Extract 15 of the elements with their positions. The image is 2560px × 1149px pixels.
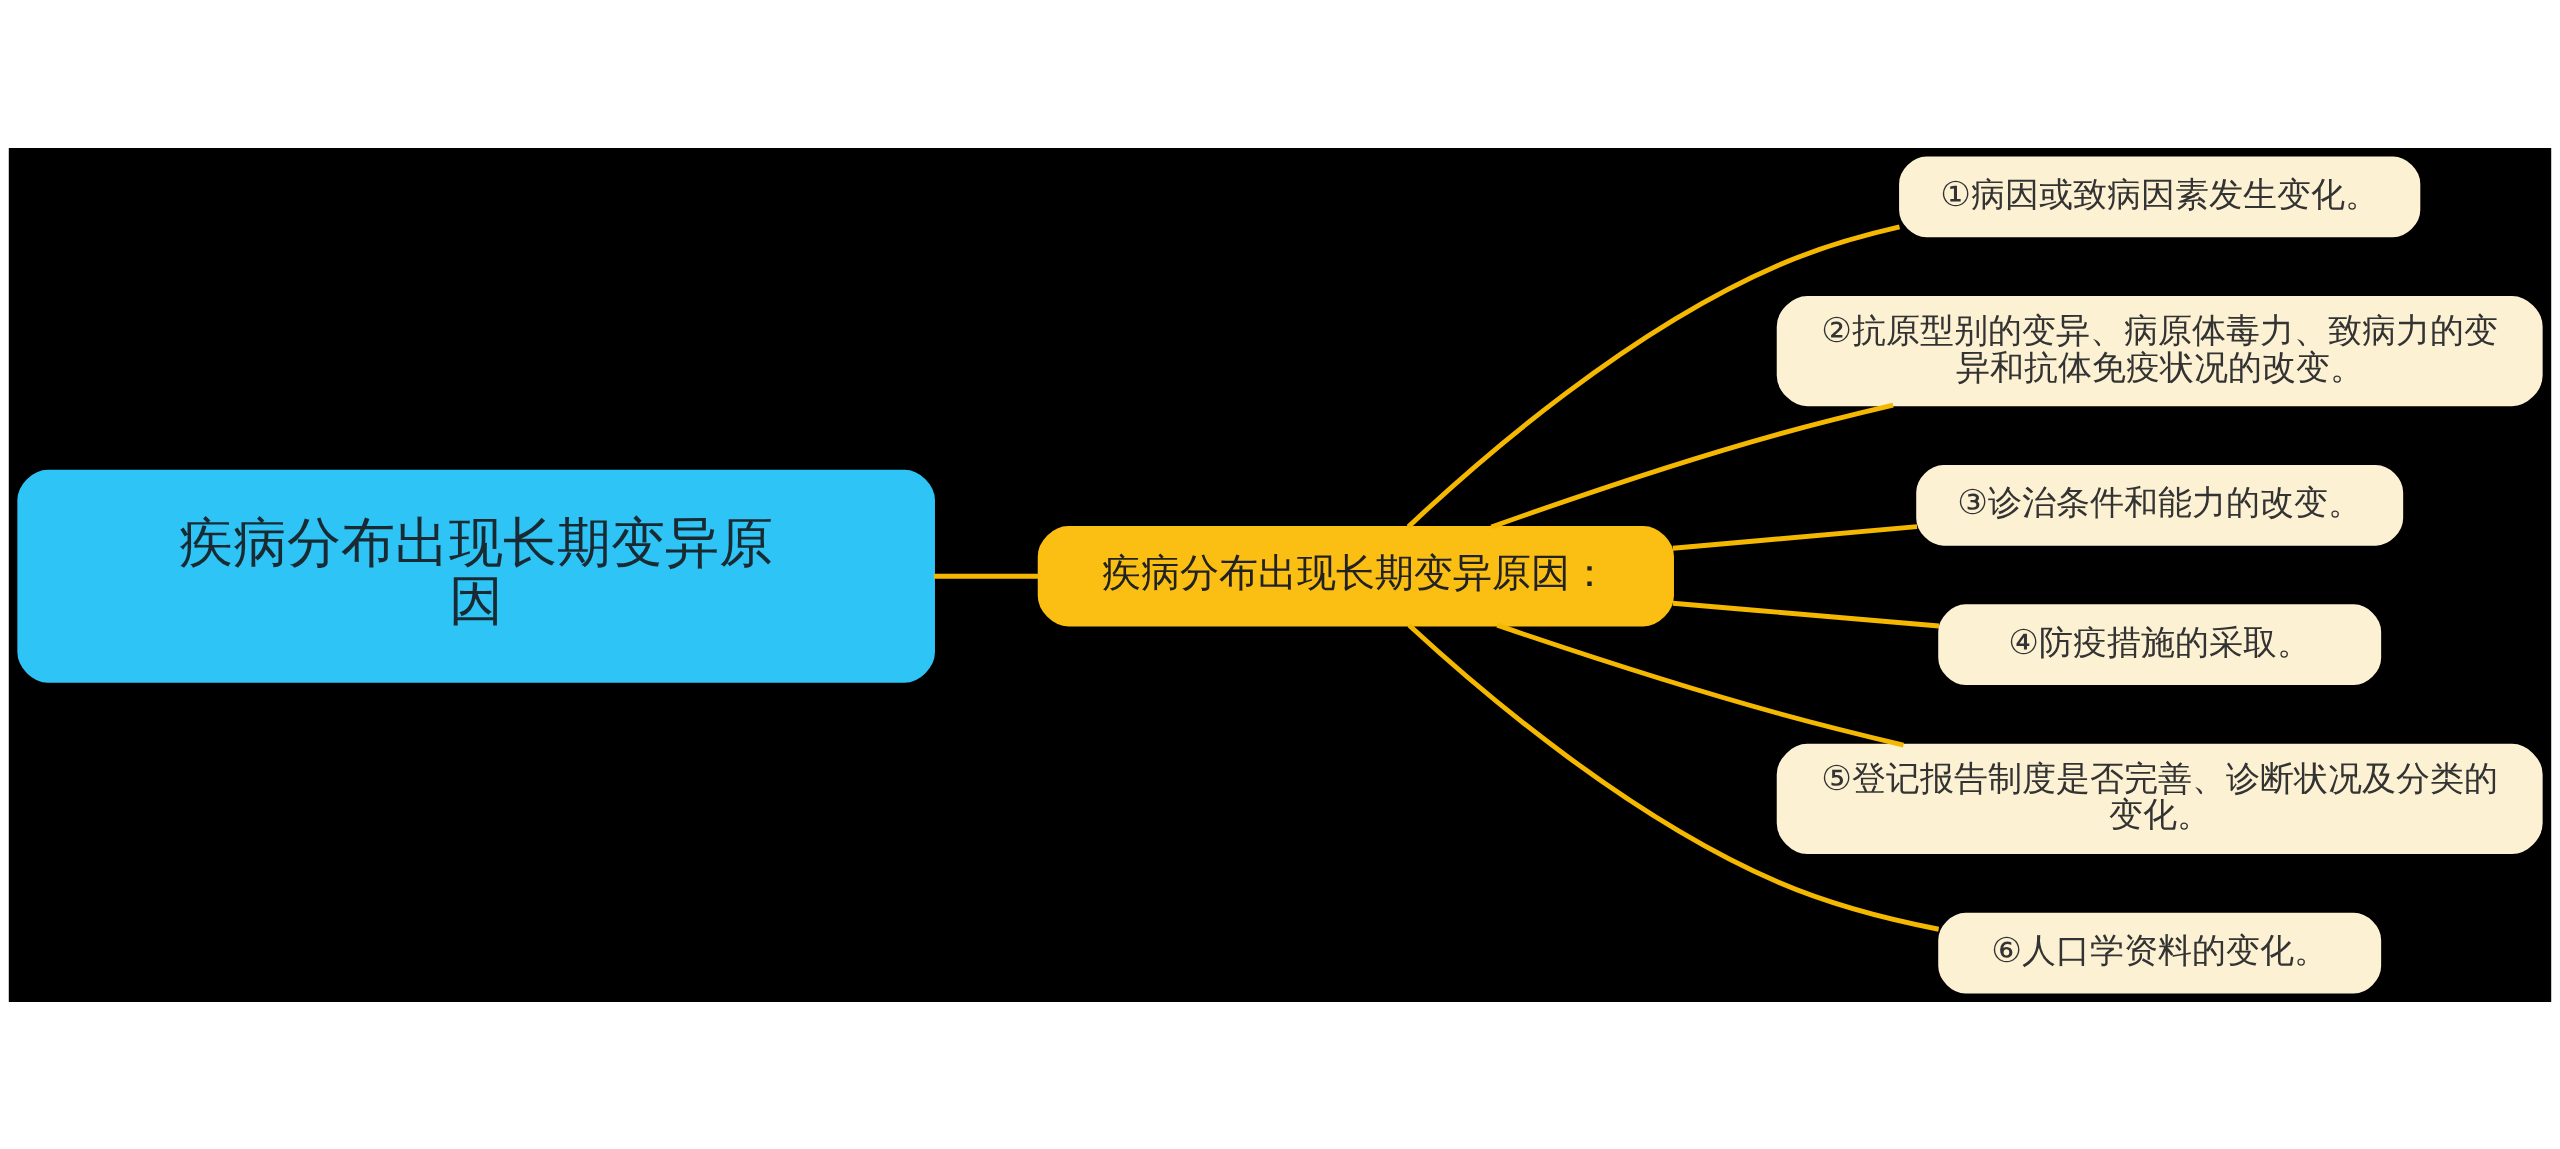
connector [1490,402,1894,529]
connector [1672,600,1940,628]
connector [1496,622,1904,747]
connector [1406,224,1901,529]
connector [1672,523,1918,551]
node-box: 疾病分布出现长期变异原因 [17,469,935,683]
node-box: ③诊治条件和能力的改变。 [1916,464,2404,546]
connector [1407,622,1940,932]
connector [933,573,1039,579]
node-box: ①病因或致病因素发生变化。 [1899,156,2421,237]
node-box: ②抗原型别的变异、病原体毒力、致病力的变异和抗体免疫状况的改变。 [1776,295,2543,406]
node-box: 疾病分布出现长期变异原因： [1037,525,1674,626]
node-box: ⑤登记报告制度是否完善、诊断状况及分类的变化。 [1776,743,2543,854]
node-box: ④防疫措施的采取。 [1938,603,2382,685]
node-box: ⑥人口学资料的变化。 [1938,912,2382,993]
